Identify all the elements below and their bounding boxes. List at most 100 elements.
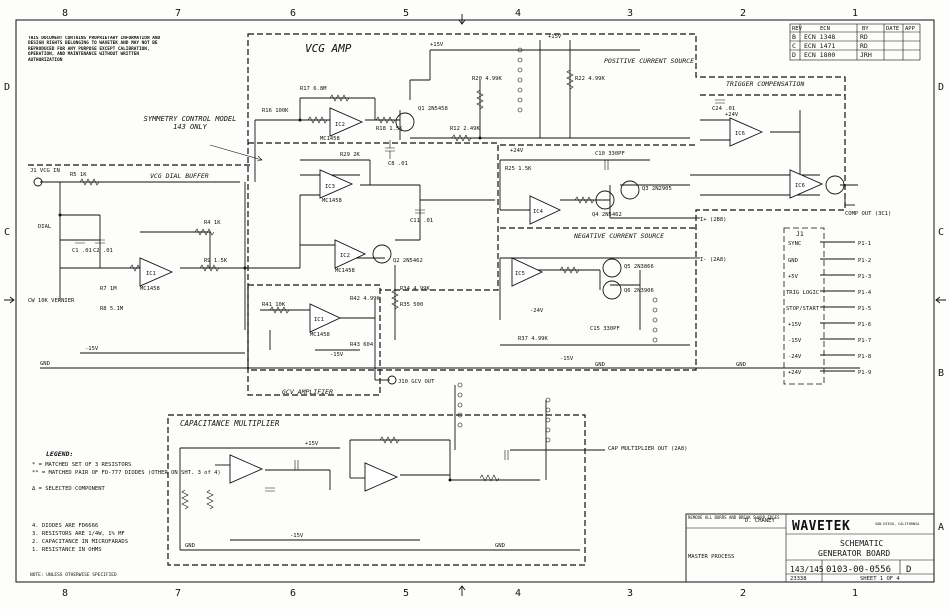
svg-text:P1-4: P1-4 bbox=[858, 290, 872, 296]
svg-text:R34 4.99K: R34 4.99K bbox=[400, 286, 430, 292]
svg-text:B: B bbox=[792, 33, 796, 41]
svg-text:J1 VCG IN: J1 VCG IN bbox=[30, 168, 60, 174]
opamp-ic5-neg bbox=[511, 257, 544, 287]
svg-text:+15V: +15V bbox=[548, 34, 562, 40]
gcv-amplifier-block bbox=[247, 284, 381, 396]
svg-text:ECN 1471: ECN 1471 bbox=[804, 42, 835, 50]
zone-4-top: 4 bbox=[515, 8, 521, 19]
title-block: REMOVE ALL BURRS AND BREAK SHARP EDGES M… bbox=[685, 513, 935, 583]
svg-text:R37 4.99K: R37 4.99K bbox=[518, 336, 548, 342]
svg-text:GND: GND bbox=[788, 258, 798, 264]
svg-text:1. RESISTANCE IN OHMS: 1. RESISTANCE IN OHMS bbox=[32, 547, 102, 553]
svg-text:MC1458: MC1458 bbox=[320, 136, 340, 142]
svg-text:P1-1: P1-1 bbox=[858, 241, 871, 247]
svg-text:R25 1.5K: R25 1.5K bbox=[505, 166, 532, 172]
svg-text:DIAL: DIAL bbox=[38, 224, 52, 230]
svg-text:C1 .01: C1 .01 bbox=[72, 248, 92, 254]
rail-labels: +15V +15V +24V +24V -24V -15V -15V -15V … bbox=[40, 34, 746, 549]
svg-text:-24V: -24V bbox=[530, 308, 544, 314]
svg-text:** = MATCHED PAIR OF FD-777 DI: ** = MATCHED PAIR OF FD-777 DIODES (OTHE… bbox=[32, 470, 221, 476]
proprietary-notice: THIS DOCUMENT CONTAINS PROPRIETARY INFOR… bbox=[28, 36, 160, 63]
svg-text:+24V: +24V bbox=[725, 112, 739, 118]
svg-text:I- (2A8): I- (2A8) bbox=[700, 257, 727, 263]
q7-trig bbox=[825, 175, 845, 195]
svg-text:IC2: IC2 bbox=[340, 253, 350, 259]
q3-2n2905 bbox=[620, 180, 640, 200]
svg-text:R43 604: R43 604 bbox=[350, 342, 374, 348]
svg-text:+15V: +15V bbox=[305, 441, 319, 447]
vcg-dial-buffer-title: VCG DIAL BUFFER bbox=[150, 172, 209, 180]
vcg-amp-block-border bbox=[247, 33, 846, 371]
opamp-cap-mult-1 bbox=[229, 454, 264, 484]
opamp-ic2b bbox=[334, 239, 367, 269]
opamp-ic6-trig bbox=[729, 117, 764, 147]
svg-text:IC6: IC6 bbox=[795, 183, 805, 189]
svg-text:P1-3: P1-3 bbox=[858, 274, 871, 280]
svg-text:R41 10K: R41 10K bbox=[262, 302, 286, 308]
svg-text:-15V: -15V bbox=[330, 352, 344, 358]
zone-4-bottom: 4 bbox=[515, 588, 521, 599]
svg-text:SCHEMATIC: SCHEMATIC bbox=[840, 539, 884, 548]
svg-text:+24V: +24V bbox=[788, 370, 802, 376]
opamp-ic3-symmetry bbox=[319, 169, 354, 199]
svg-text:-15V: -15V bbox=[560, 356, 574, 362]
opamp-ic6b-trig bbox=[789, 169, 824, 199]
zone-2-top: 2 bbox=[740, 8, 746, 19]
svg-text:COMP OUT (3C1): COMP OUT (3C1) bbox=[845, 211, 891, 217]
svg-text:C10 330PF: C10 330PF bbox=[595, 151, 625, 157]
svg-text:JRH: JRH bbox=[860, 51, 872, 59]
svg-text:R12 2.49K: R12 2.49K bbox=[450, 126, 480, 132]
svg-text:SYNC: SYNC bbox=[788, 241, 801, 247]
positive-current-source-title: POSITIVE CURRENT SOURCE bbox=[604, 57, 694, 65]
opamp-symbols bbox=[139, 107, 824, 492]
svg-text:I+ (2B8): I+ (2B8) bbox=[700, 217, 727, 223]
svg-text:APP: APP bbox=[905, 26, 916, 32]
svg-text:NOTE: UNLESS OTHERWISE SPECIFI: NOTE: UNLESS OTHERWISE SPECIFIED bbox=[30, 572, 117, 578]
svg-text:+5V: +5V bbox=[788, 274, 799, 280]
j1-connector-table: J1 SYNC P1-1 GND P1-2 +5V P1-3 TRIG LOGI… bbox=[786, 230, 872, 376]
svg-text:3. RESISTORS ARE 1/4W, 1% MF: 3. RESISTORS ARE 1/4W, 1% MF bbox=[32, 531, 125, 537]
svg-text:R20 4.99K: R20 4.99K bbox=[472, 76, 502, 82]
q6-2n3906 bbox=[602, 280, 622, 300]
svg-text:STOP/START: STOP/START bbox=[786, 306, 820, 312]
svg-text:REV: REV bbox=[792, 26, 803, 32]
svg-text:4. DIODES ARE FD6666: 4. DIODES ARE FD6666 bbox=[32, 523, 98, 529]
svg-text:R4 1K: R4 1K bbox=[204, 220, 221, 226]
svg-text:IC2: IC2 bbox=[335, 122, 345, 128]
transistor-symbols bbox=[372, 112, 845, 300]
zone-3-top: 3 bbox=[627, 8, 633, 19]
zone-C-right: C bbox=[938, 227, 944, 238]
svg-text:GENERATOR BOARD: GENERATOR BOARD bbox=[818, 549, 890, 558]
svg-text:+24V: +24V bbox=[510, 148, 524, 154]
svg-text:+15V: +15V bbox=[788, 322, 802, 328]
svg-text:R7 1M: R7 1M bbox=[100, 286, 117, 292]
zone-D-right: D bbox=[938, 82, 944, 93]
svg-text:RD: RD bbox=[860, 33, 868, 41]
svg-text:P1-2: P1-2 bbox=[858, 258, 871, 264]
zone-7-bottom: 7 bbox=[175, 588, 181, 599]
opamp-ic4-pos bbox=[529, 195, 562, 225]
switch-contacts bbox=[58, 47, 658, 482]
zone-column-labels-bottom: 8 7 6 5 4 3 2 1 bbox=[62, 588, 858, 599]
resistor-symbols bbox=[79, 69, 595, 510]
svg-text:ECN: ECN bbox=[820, 26, 830, 32]
svg-text:-15V: -15V bbox=[290, 533, 304, 539]
wiring bbox=[40, 40, 860, 551]
svg-text:P1-8: P1-8 bbox=[858, 354, 871, 360]
zone-6-bottom: 6 bbox=[290, 588, 296, 599]
gcv-amplifier-title: GCV AMPLIFIER bbox=[282, 388, 333, 396]
svg-text:C: C bbox=[792, 42, 796, 50]
svg-text:* = MATCHED SET OF 3 RESISTORS: * = MATCHED SET OF 3 RESISTORS bbox=[32, 462, 131, 468]
svg-text:BY: BY bbox=[862, 26, 869, 32]
wavetek-logo: WAVETEK bbox=[792, 519, 850, 534]
svg-text:D. CHANEY: D. CHANEY bbox=[745, 518, 775, 524]
svg-text:P1-7: P1-7 bbox=[858, 338, 871, 344]
svg-text:R5 1K: R5 1K bbox=[70, 172, 87, 178]
svg-text:R22 4.99K: R22 4.99K bbox=[575, 76, 605, 82]
zone-5-bottom: 5 bbox=[403, 588, 409, 599]
negative-current-source-title: NEGATIVE CURRENT SOURCE bbox=[573, 232, 664, 240]
svg-text:143/145: 143/145 bbox=[790, 565, 824, 574]
svg-text:IC1: IC1 bbox=[146, 271, 156, 277]
